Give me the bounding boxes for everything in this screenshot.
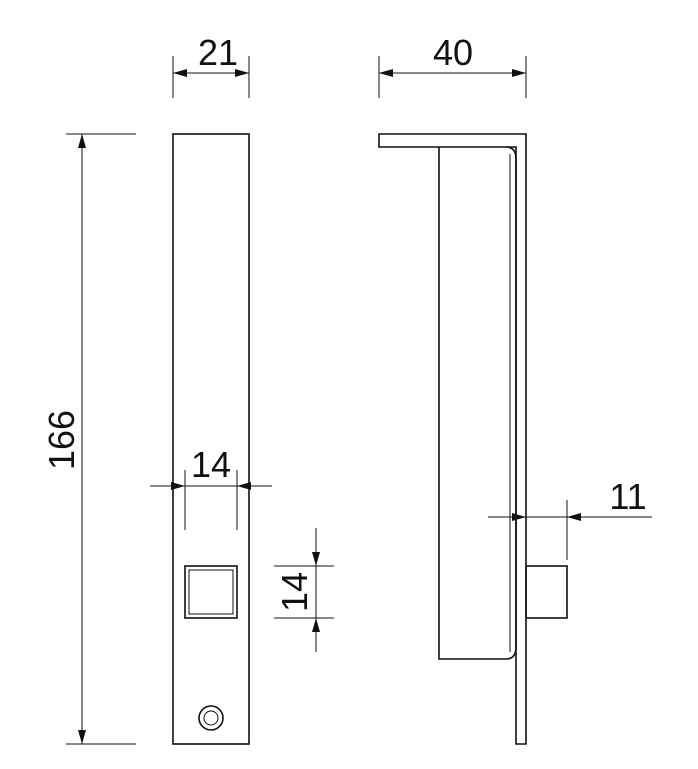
- dimension-height-label: 166: [41, 410, 82, 470]
- side-view: 40 11: [378, 32, 652, 745]
- dimension-width-label: 21: [198, 32, 238, 73]
- screw-hole-inner: [203, 710, 219, 726]
- latch-bolt: [525, 565, 568, 619]
- dimension-opening-width: 14: [150, 444, 272, 530]
- faceplate-outline: [172, 133, 250, 745]
- faceplate-profile: [378, 133, 527, 745]
- dimension-bolt-projection-label: 11: [609, 476, 646, 517]
- dimension-depth-label: 40: [433, 32, 473, 73]
- dimension-bolt-projection: 11: [488, 476, 652, 560]
- dimension-height: 166: [41, 133, 136, 745]
- lock-case-body: [438, 146, 517, 660]
- dimension-depth: 40: [378, 32, 527, 98]
- dimension-opening-height-label: 14: [274, 572, 315, 612]
- dimension-width: 21: [172, 32, 250, 98]
- square-opening-inner: [188, 569, 234, 615]
- dimension-opening-height: 14: [274, 528, 334, 652]
- front-view: 21 166 14 14: [41, 32, 334, 745]
- square-opening-outer: [184, 565, 238, 619]
- screw-hole-outer: [198, 705, 224, 731]
- dimension-opening-width-label: 14: [191, 444, 231, 485]
